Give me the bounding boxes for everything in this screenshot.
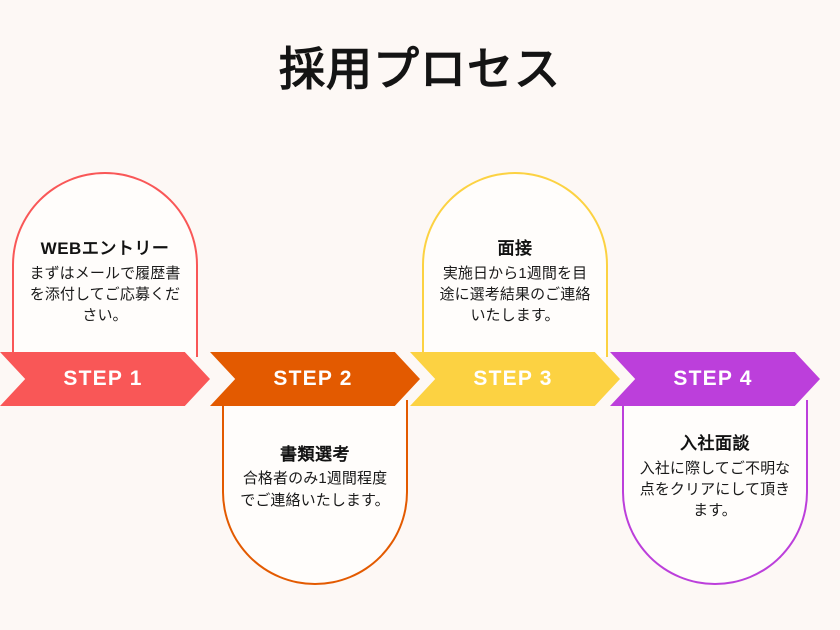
process-step-2: 書類選考合格者のみ1週間程度でご連絡いたします。 STEP 2 [210,0,420,630]
step-card-description: 実施日から1週間を目途に選考結果のご連絡いたします。 [439,264,591,325]
step-badge-label: STEP 2 [273,367,353,390]
step-card-description: 入社に際してご不明な点をクリアにして頂きます。 [639,459,791,520]
process-step-4: 入社面談入社に際してご不明な点をクリアにして頂きます。 STEP 4 [610,0,820,630]
step-card-description: まずはメールで履歴書を添付してご応募ください。 [29,264,181,325]
process-step-3: 面接実施日から1週間を目途に選考結果のご連絡いたします。 STEP 3 [410,0,620,630]
step-badge-label: STEP 3 [473,367,553,390]
step-card-description: 合格者のみ1週間程度でご連絡いたします。 [240,470,390,509]
step-badge-label: STEP 4 [673,367,753,390]
step-arrow-banner-4[interactable]: STEP 4 [610,352,820,406]
step-card-1[interactable]: WEBエントリーまずはメールで履歴書を添付してご応募ください。 [12,172,198,357]
step-card-title: 入社面談 [680,434,750,454]
step-card-2[interactable]: 書類選考合格者のみ1週間程度でご連絡いたします。 [222,400,408,585]
step-card-3[interactable]: 面接実施日から1週間を目途に選考結果のご連絡いたします。 [422,172,608,357]
step-card-title: WEBエントリー [40,239,170,259]
page-title: 採用プロセス [279,43,561,95]
step-badge-label: STEP 1 [63,367,143,390]
step-card-4[interactable]: 入社面談入社に際してご不明な点をクリアにして頂きます。 [622,400,808,585]
step-card-title: 面接 [497,239,533,259]
step-arrow-banner-3[interactable]: STEP 3 [410,352,620,406]
step-arrow-banner-1[interactable]: STEP 1 [0,352,210,406]
step-card-title: 書類選考 [280,445,350,465]
process-step-1: WEBエントリーまずはメールで履歴書を添付してご応募ください。 STEP 1 [0,0,210,630]
step-arrow-banner-2[interactable]: STEP 2 [210,352,420,406]
